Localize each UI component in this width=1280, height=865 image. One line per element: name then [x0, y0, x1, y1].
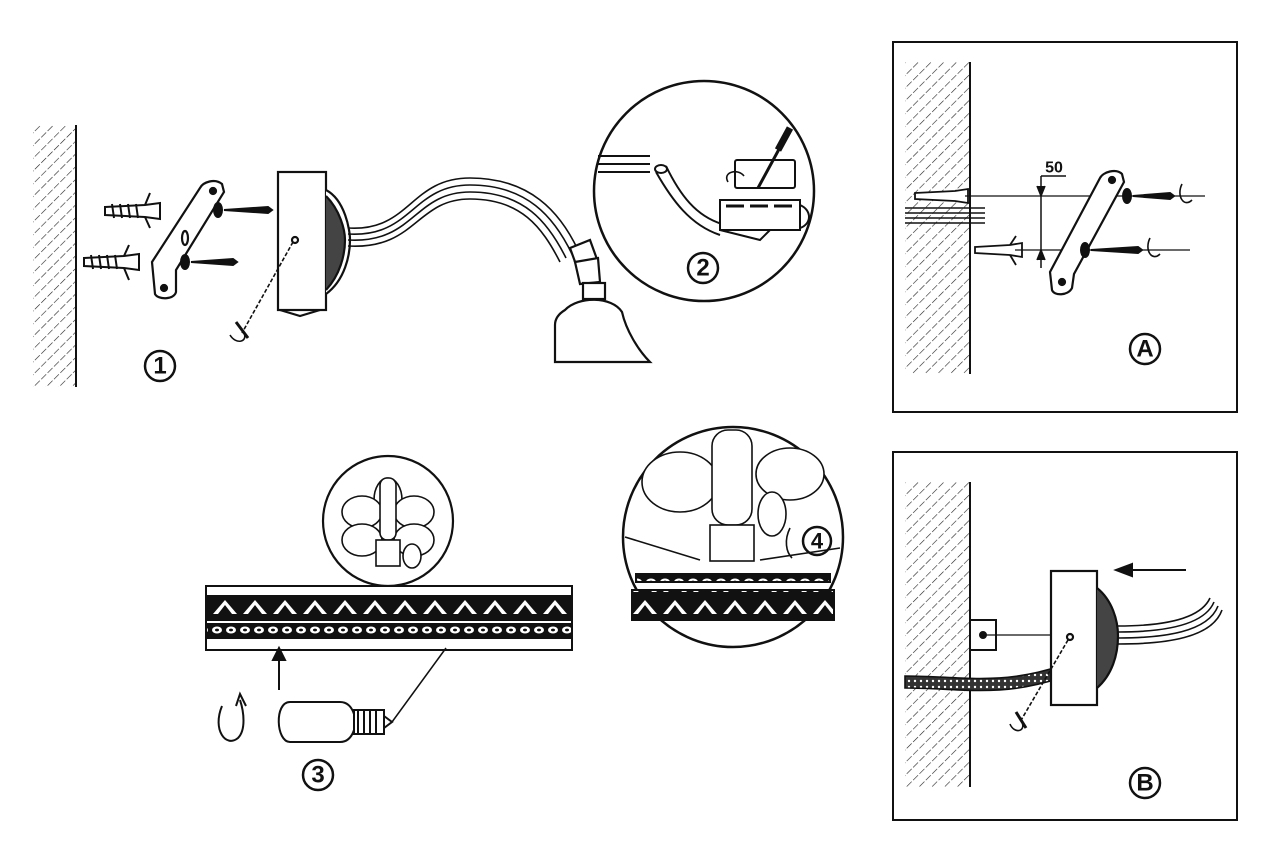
turn-arrow-icon: [785, 527, 793, 559]
step-1-label: 1: [153, 353, 166, 380]
canopy-b: [1049, 569, 1120, 707]
screwdriver: [756, 126, 794, 189]
panel-b-label: B: [1136, 770, 1153, 797]
step-2-label: 2: [696, 255, 709, 282]
bulb-leader-line: [391, 647, 447, 723]
step3-group: 3: [205, 454, 573, 792]
rotate-arrow-icon: [217, 699, 245, 742]
screws-a: [1080, 188, 1176, 258]
fixing-screw-b: [1009, 639, 1069, 732]
step-3-label: 3: [311, 762, 324, 789]
terminal-block: [719, 159, 810, 242]
step4-group: 4: [621, 425, 845, 649]
wiring-detail-circle: [592, 79, 816, 303]
screw-upper: [213, 202, 274, 218]
wire-sleeve: [654, 164, 723, 236]
lamp-head: [553, 238, 653, 364]
dimension-label: 50: [1045, 160, 1063, 177]
insert-arrow-icon: [271, 645, 287, 690]
shade-closeup: [631, 573, 835, 621]
step-4-label: 4: [811, 529, 824, 554]
panel-a: 50 A: [892, 41, 1238, 413]
mounting-bracket: [150, 179, 226, 300]
panel-a-label: A: [1136, 336, 1153, 363]
light-bulb: [277, 701, 394, 743]
rotate-icon-a2: [1147, 237, 1161, 258]
rotate-icon-a1: [1179, 183, 1193, 204]
wall-panel-b: [905, 482, 969, 787]
gooseneck-arm: [347, 177, 579, 263]
dimension-marker: [1036, 175, 1066, 268]
shade-bar: [205, 585, 573, 651]
panel-b: B: [892, 451, 1238, 821]
push-arrow-icon: [1113, 562, 1186, 578]
wall-step1: [33, 125, 75, 387]
fixing-screw: [229, 241, 294, 342]
arm-wires-b: [1117, 597, 1223, 645]
bracket-a: [1048, 169, 1126, 296]
step2-group: 2: [592, 79, 816, 303]
rosette: [341, 477, 435, 569]
step1-group: 1: [33, 125, 653, 387]
wall-plug-upper: [104, 192, 161, 229]
bulb-detail-circle: [621, 425, 845, 649]
wires-panel-a: [905, 207, 985, 224]
rotation-arrow-icon: [725, 170, 745, 183]
rosette-closeup: [641, 429, 825, 562]
plug-a-upper: [914, 187, 969, 205]
screw-lower: [180, 254, 239, 270]
wall-plug-lower: [83, 244, 140, 281]
wire-ends: [598, 155, 650, 173]
wall-canopy: [276, 170, 352, 318]
plug-a-lower: [974, 235, 1023, 266]
